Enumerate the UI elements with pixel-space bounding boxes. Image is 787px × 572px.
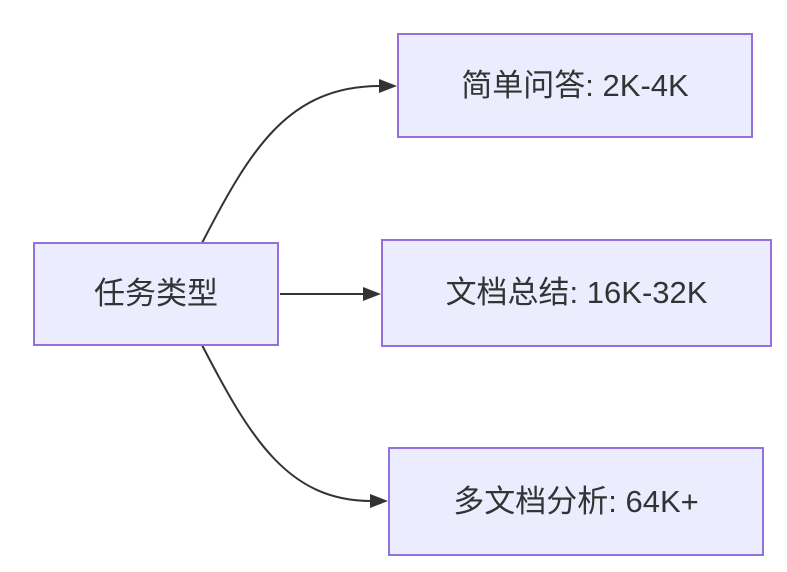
node-task-type-label: 任务类型 (94, 276, 218, 312)
node-simple-qa: 简单问答: 2K-4K (397, 33, 753, 138)
edge-root-to-simple-qa (201, 79, 397, 244)
node-task-type: 任务类型 (33, 242, 279, 346)
node-doc-summary: 文档总结: 16K-32K (381, 239, 772, 347)
node-multi-doc: 多文档分析: 64K+ (388, 447, 764, 556)
edge-root-to-multi-doc (201, 344, 388, 508)
node-simple-qa-label: 简单问答: 2K-4K (461, 67, 689, 103)
node-doc-summary-label: 文档总结: 16K-32K (445, 275, 708, 311)
node-multi-doc-label: 多文档分析: 64K+ (453, 483, 699, 519)
